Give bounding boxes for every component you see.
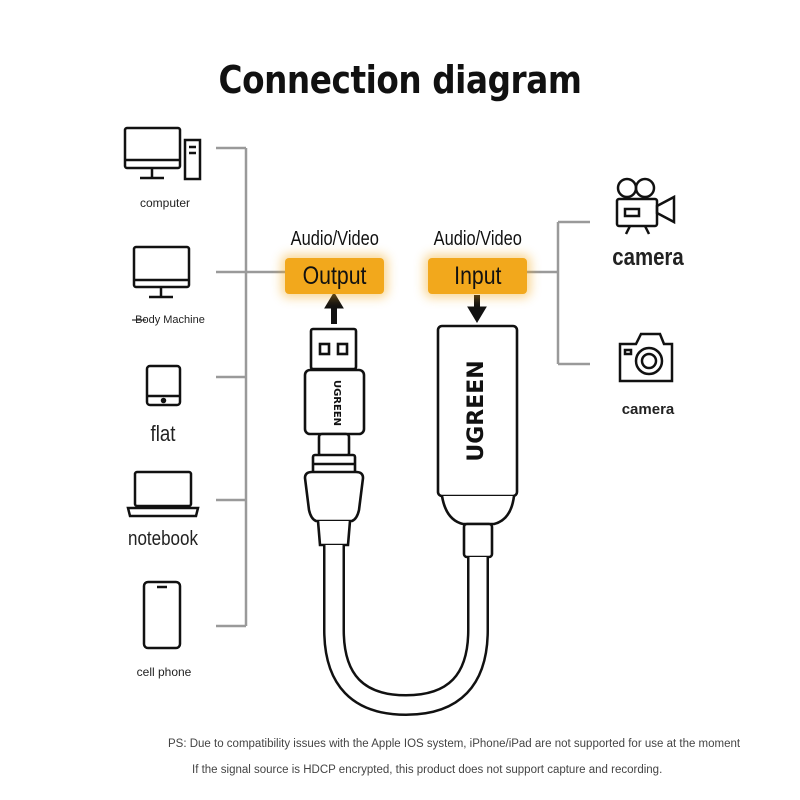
source-bracket: [216, 146, 288, 628]
smartphone-icon: [142, 580, 182, 650]
input-caption: Audio/Video: [433, 228, 523, 250]
monitor-icon: [132, 245, 191, 299]
capture-card-device: [436, 324, 519, 559]
note-compatibility: PS: Due to compatibility issues with the…: [168, 738, 741, 750]
laptop-icon: [126, 470, 200, 518]
target-bracket: [526, 220, 590, 366]
usb-brand-text: UGREEN: [331, 380, 342, 426]
device-label-body-machine: Body Machine: [135, 314, 205, 326]
page-title: Connection diagram: [218, 58, 582, 102]
device-label-notebook: notebook: [128, 528, 198, 550]
output-badge: Output: [285, 258, 384, 294]
desktop-computer-icon: [123, 126, 202, 181]
output-arrow-icon: [324, 292, 344, 324]
input-badge: Input: [428, 258, 527, 294]
device-label-photo-camera: camera: [621, 401, 675, 418]
video-camera-icon: [615, 177, 676, 235]
usb-plug-connector: [303, 327, 366, 547]
capture-brand-text: UGREEN: [464, 360, 489, 461]
device-label-computer: computer: [139, 196, 191, 210]
note-hdcp: If the signal source is HDCP encrypted, …: [192, 764, 663, 776]
output-caption: Audio/Video: [290, 228, 380, 250]
tablet-icon: [145, 364, 182, 407]
input-arrow-icon: [467, 295, 487, 323]
device-label-cell-phone: cell phone: [136, 665, 192, 679]
device-label-flat: flat: [150, 421, 176, 446]
device-label-video-camera: camera: [612, 244, 684, 271]
photo-camera-icon: [618, 332, 674, 383]
